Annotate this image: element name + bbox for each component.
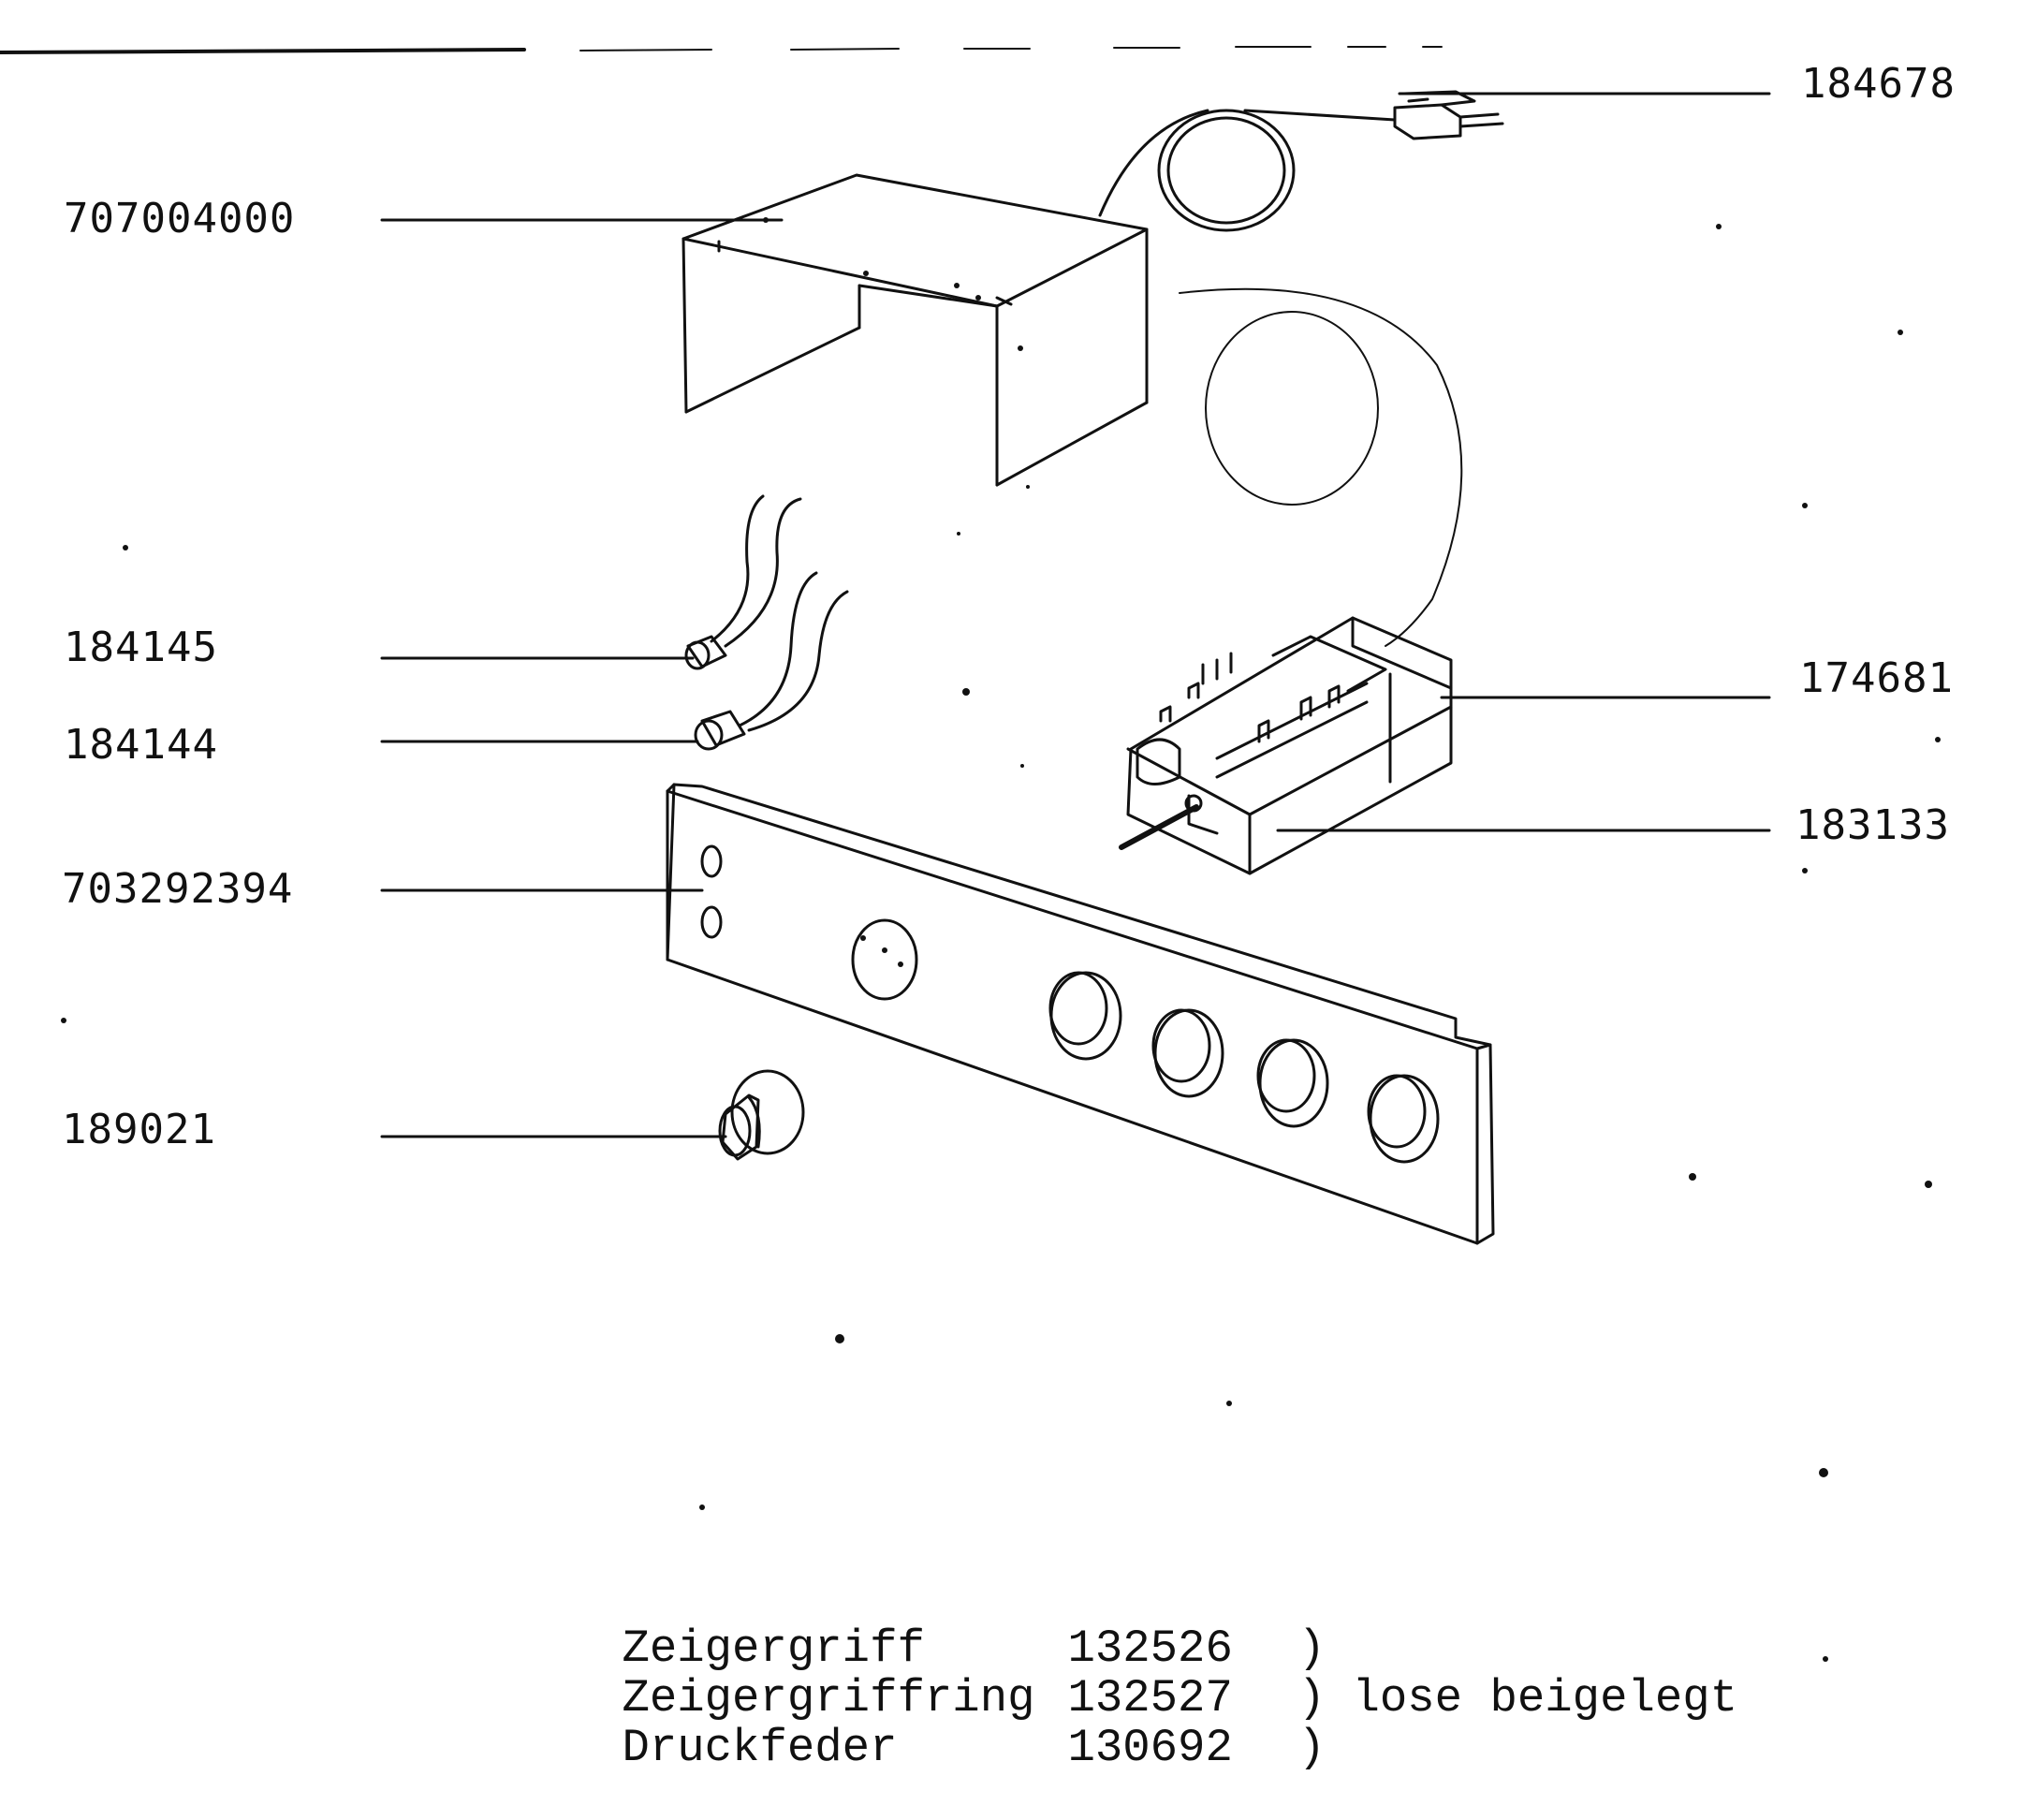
diagram-drawing [0, 46, 1941, 1662]
page-top-border-dashes [579, 46, 1443, 51]
part-number-703292394: 703292394 [62, 865, 294, 913]
knob-189021 [718, 1069, 805, 1161]
exploded-parts-diagram: 184678 707004000 184145 184144 174681 18… [0, 46, 1956, 1771]
note-item-number: 130692 [1067, 1722, 1233, 1774]
note-row: Zeigergriff 132526) [457, 1580, 1326, 1718]
part-number-183133: 183133 [1795, 801, 1950, 849]
part-number-707004000: 707004000 [64, 195, 296, 242]
note-remark: lose beigelegt [1352, 1672, 1738, 1725]
note-row: Druckfeder 130692) [457, 1680, 1326, 1817]
wiring-harness [710, 494, 849, 732]
panel-hole-dots [860, 935, 903, 967]
leader-lines [380, 92, 1771, 1138]
switch-unit [1126, 616, 1453, 875]
cover-bracket [681, 173, 1149, 487]
part-number-184144: 184144 [64, 721, 218, 769]
note-bracket: ) [1297, 1672, 1326, 1725]
part-number-189021: 189021 [62, 1106, 216, 1153]
lamp-184144 [694, 710, 746, 751]
panel-holes [700, 844, 1440, 1164]
page-top-border [0, 48, 526, 54]
capillary-coil-top [1098, 109, 1397, 232]
part-number-174681: 174681 [1799, 654, 1954, 702]
note-item-name: Zeigergriff [622, 1622, 925, 1675]
control-panel [666, 783, 1495, 1245]
scan-specks [61, 224, 1941, 1662]
switch-shaft [1119, 804, 1199, 850]
connector-184678 [1393, 90, 1504, 140]
lamp-184145 [684, 635, 727, 670]
cover-rivets [763, 217, 1023, 351]
capillary-coil-lower [1179, 287, 1463, 647]
note-bracket: ) [1297, 1722, 1326, 1774]
part-number-184678: 184678 [1801, 60, 1956, 108]
note-item-name: Zeigergriffring [622, 1672, 1035, 1725]
note-item-name: Druckfeder [622, 1722, 898, 1774]
part-number-184145: 184145 [64, 624, 218, 671]
note-bracket: ) [1297, 1622, 1326, 1675]
note-item-number: 132526 [1067, 1622, 1233, 1675]
note-row: Zeigergriffring 132527) lose beigelegt [457, 1630, 1737, 1768]
note-item-number: 132527 [1067, 1672, 1233, 1725]
